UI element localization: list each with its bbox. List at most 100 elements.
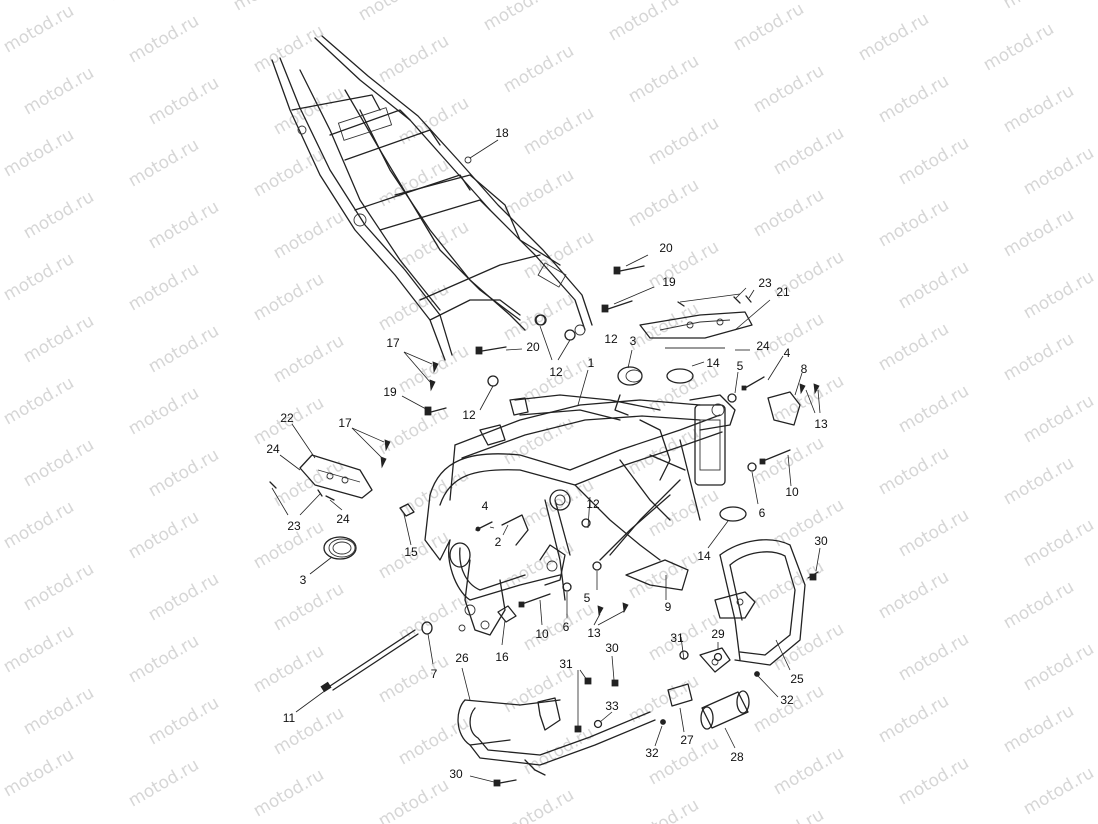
washer-5-bottom: [592, 561, 602, 571]
bolt-4-right: [741, 376, 765, 391]
callout-2: 2: [494, 535, 502, 549]
race-14-top: [666, 368, 694, 384]
callout-6-right: 6: [758, 506, 766, 520]
bolt-10-bottom: [518, 593, 551, 608]
callout-15: 15: [404, 545, 418, 559]
callout-12-mid: 12: [549, 365, 563, 379]
screw-32-right: [754, 671, 760, 677]
washer-6-top: [747, 462, 757, 472]
callout-28: 28: [730, 750, 744, 764]
callout-7: 7: [430, 667, 438, 681]
callout-17-top: 17: [386, 336, 400, 350]
washer-29: [713, 652, 723, 662]
bolt-30-mid: [611, 679, 619, 687]
pin-17-a: [432, 361, 439, 374]
callout-25: 25: [790, 672, 804, 686]
bolt-30-bottom: [493, 779, 517, 787]
callout-19-top: 19: [662, 275, 676, 289]
callout-30-bottom: 30: [449, 767, 463, 781]
callout-5-top: 5: [736, 359, 744, 373]
callout-12-right: 12: [604, 332, 618, 346]
clip-13-b: [813, 383, 820, 395]
bolt-19-top: [601, 300, 633, 313]
rivets: [269, 295, 752, 501]
callout-13-bottom: 13: [587, 626, 601, 640]
bracket-2: [501, 514, 529, 546]
nut-31-a: [584, 677, 592, 685]
pin-17-b: [429, 379, 436, 392]
callout-14-top: 14: [706, 356, 720, 370]
bolt-30-right: [807, 571, 819, 581]
race-14-bottom: [719, 506, 747, 522]
callout-24-lower: 24: [336, 512, 350, 526]
slider-28: [700, 690, 750, 730]
clip-13-d: [622, 602, 629, 614]
callout-1: 1: [587, 356, 595, 370]
rear-subframe: [271, 35, 593, 361]
callout-24-top: 24: [756, 339, 770, 353]
washer-33: [593, 719, 603, 729]
crash-bar-25: [699, 539, 806, 673]
plate-27: [667, 683, 693, 707]
cover-plate-21: [639, 311, 753, 339]
spacer-16: [497, 605, 517, 623]
bracket-8: [767, 391, 801, 426]
callout-23-top: 23: [758, 276, 772, 290]
callout-12-left: 12: [462, 408, 476, 422]
callout-23-left: 23: [287, 519, 301, 533]
callout-3-top: 3: [629, 334, 637, 348]
crash-bar-26: [457, 697, 656, 776]
bearing-3-bottom: [323, 536, 357, 560]
bolt-10-right: [759, 449, 791, 465]
callout-9: 9: [664, 600, 672, 614]
callout-20-top: 20: [659, 241, 673, 255]
nut-31-b: [574, 725, 582, 733]
nut-12-mid: [581, 518, 591, 528]
washer-6-bottom: [562, 582, 572, 592]
callout-5-bottom: 5: [583, 591, 591, 605]
callout-31-left: 31: [559, 657, 573, 671]
callout-31-right: 31: [670, 631, 684, 645]
callout-11: 11: [282, 711, 296, 725]
pin-17-d: [380, 456, 387, 469]
spacer-15: [399, 503, 415, 517]
main-frame: [424, 394, 736, 636]
callout-10-bottom: 10: [535, 627, 549, 641]
callout-29: 29: [711, 627, 725, 641]
axle-11: [320, 629, 419, 693]
callout-10-right: 10: [785, 485, 799, 499]
pin-17-c: [384, 439, 391, 452]
callout-12-lower: 12: [586, 497, 600, 511]
bolt-20-top: [613, 265, 645, 275]
callout-22: 22: [280, 411, 294, 425]
callout-20-mid: 20: [526, 340, 540, 354]
callout-26: 26: [455, 651, 469, 665]
callout-14-bottom: 14: [697, 549, 711, 563]
washer-7: [421, 621, 433, 635]
callout-8: 8: [800, 362, 808, 376]
callout-6-bottom: 6: [562, 620, 570, 634]
callout-24-left: 24: [266, 442, 280, 456]
callout-19-mid: 19: [383, 385, 397, 399]
bearing-3-top: [617, 366, 643, 386]
nut-12-a: [535, 314, 547, 326]
callout-16: 16: [495, 650, 509, 664]
nut-12-b: [564, 329, 576, 341]
bolt-19-mid: [424, 406, 447, 416]
callout-30-right: 30: [814, 534, 828, 548]
clip-13-a: [799, 383, 806, 395]
washer-5-top: [727, 393, 737, 403]
callout-18: 18: [495, 126, 509, 140]
leader-lines: [271, 254, 821, 783]
callout-33: 33: [605, 699, 619, 713]
callout-32-right: 32: [780, 693, 794, 707]
callout-3-bottom: 3: [299, 573, 307, 587]
callout-17-mid: 17: [338, 416, 352, 430]
callout-30-mid: 30: [605, 641, 619, 655]
screw-32-bottom: [660, 719, 666, 725]
nut-12-c: [487, 375, 499, 387]
cover-plate-22: [299, 454, 373, 499]
callout-13-right: 13: [814, 417, 828, 431]
